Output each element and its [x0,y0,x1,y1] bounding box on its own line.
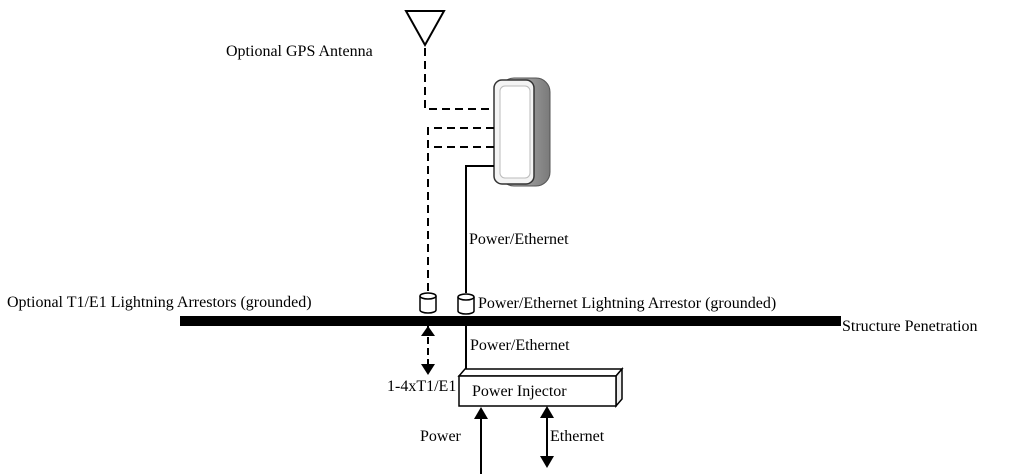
pe-arrestor-label: Power/Ethernet Lightning Arrestor (groun… [478,295,776,312]
structure-penetration-label: Structure Penetration [842,318,978,335]
gps-antenna-label: Optional GPS Antenna [226,43,373,60]
t1e1-arrestor-icon [419,292,437,314]
ethernet-bidirectional-arrow [540,406,554,468]
power-input-arrow [474,407,488,474]
radio-unit-icon [493,77,551,187]
power-injector-label: Power Injector [472,383,567,400]
power-label: Power [420,428,462,445]
pe-arrestor-icon [457,293,475,315]
t1e1-count-label: 1-4xT1/E1 [387,378,456,395]
t1e1-bidirectional-arrow [421,326,435,375]
ethernet-label: Ethernet [550,428,605,445]
gps-antenna-icon [404,10,446,48]
t1e1-arrestors-label: Optional T1/E1 Lightning Arrestors (grou… [7,294,312,311]
power-ethernet-cable [465,165,494,293]
power-injector-box [457,366,624,409]
structure-penetration-bar [180,316,841,326]
power-ethernet-lower-label: Power/Ethernet [470,337,570,354]
dashed-connection-lines [424,48,494,294]
power-ethernet-upper-label: Power/Ethernet [469,231,569,248]
